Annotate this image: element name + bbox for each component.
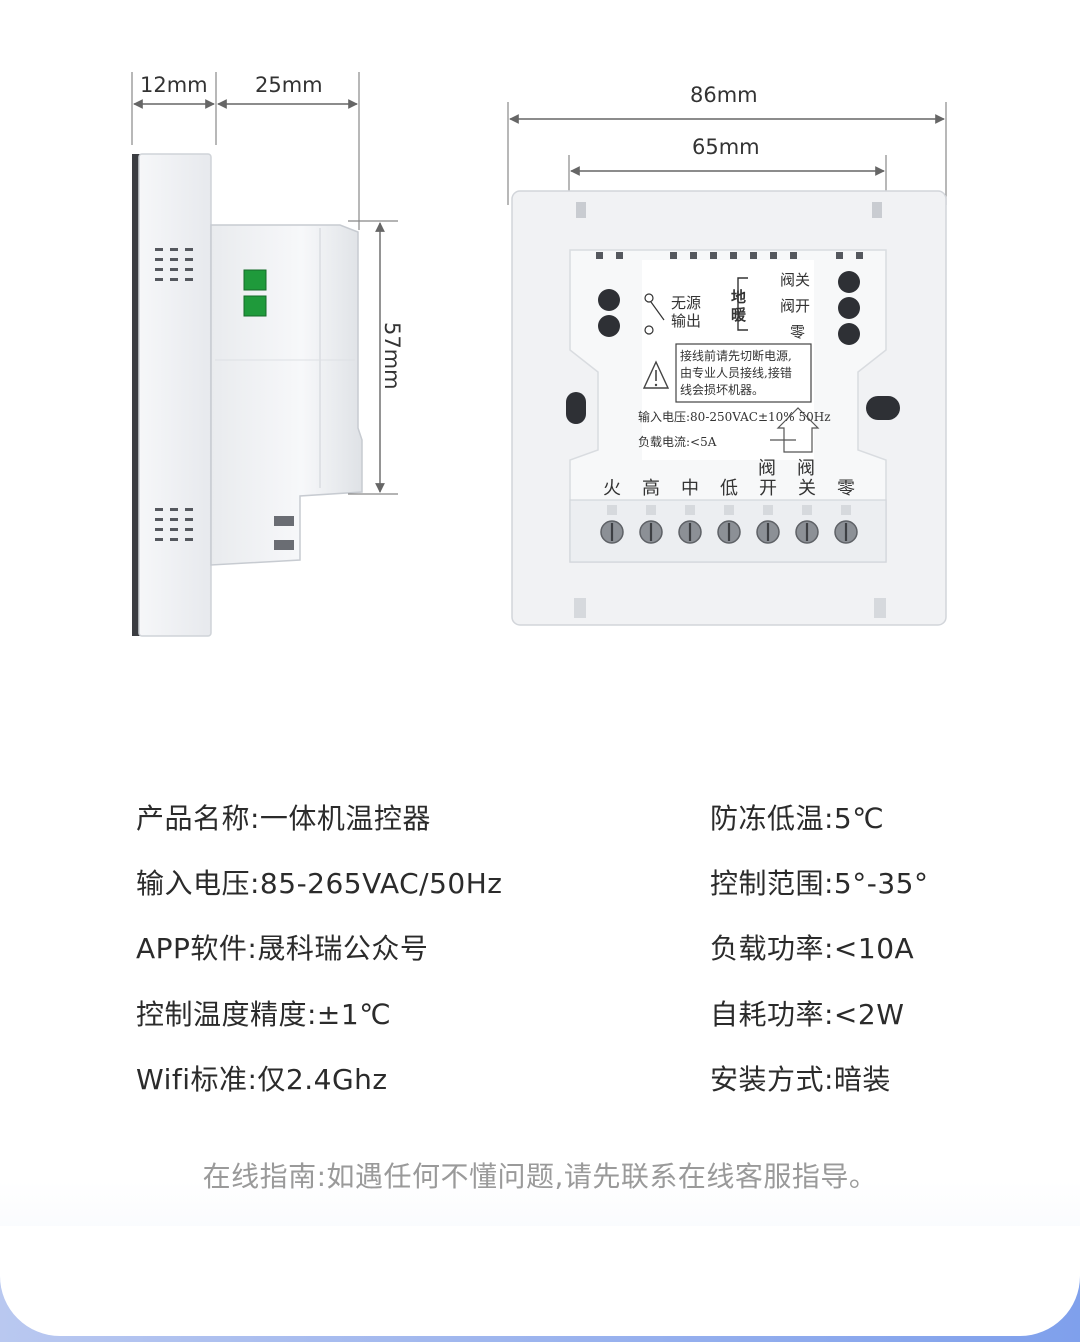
terminal-label-5: 关 xyxy=(798,478,816,499)
rear-view: 86mm 65mm xyxy=(507,83,947,626)
hole-output-2 xyxy=(598,315,620,337)
warning-line-1: 接线前请先切断电源, xyxy=(680,348,792,363)
warning-line-2: 由专业人员接线,接错 xyxy=(680,365,792,380)
label-input-voltage: 输入电压:80-250VAC±10% 50Hz xyxy=(638,409,831,424)
label-load-current: 负载电流:<5A xyxy=(638,435,717,449)
spec-temp-accuracy: 控制温度精度:±1℃ xyxy=(136,998,392,1031)
hole-valve-close xyxy=(838,271,860,293)
spec-install: 安装方式:暗装 xyxy=(710,1063,891,1096)
product-drawing: 12mm 25mm 57mm xyxy=(131,72,947,637)
spec-control-range: 控制范围:5°-35° xyxy=(710,867,929,900)
terminal-valve-top-1: 阀 xyxy=(758,458,776,479)
terminal-label-0: 火 xyxy=(603,478,621,499)
terminal-valve-top-2: 阀 xyxy=(797,458,815,479)
terminal-label-4: 开 xyxy=(759,478,777,499)
terminal-slot-5 xyxy=(802,505,812,515)
spec-product-name: 产品名称:一体机温控器 xyxy=(136,802,431,835)
terminal-slot-4 xyxy=(763,505,773,515)
terminal-slot-1 xyxy=(646,505,656,515)
warning-line-3: 线会损坏机器。 xyxy=(680,383,764,397)
terminal-label-3: 低 xyxy=(720,478,738,499)
faceplate xyxy=(138,153,212,637)
spec-antifreeze: 防冻低温:5℃ xyxy=(710,802,885,835)
terminal-labels: 火高中低开关零 xyxy=(603,478,855,499)
mount-slot-right xyxy=(866,396,900,420)
rear-body xyxy=(210,224,363,566)
terminal-screws xyxy=(600,505,858,544)
warning-icon xyxy=(642,360,670,389)
bottom-card xyxy=(0,1226,1080,1336)
warning-box xyxy=(675,343,812,403)
label-valve-close: 阀关 xyxy=(780,271,810,289)
label-floor-2: 暖 xyxy=(731,306,747,324)
dim-86mm: 86mm xyxy=(690,83,758,107)
hole-output-1 xyxy=(598,289,620,311)
hole-valve-open xyxy=(838,297,860,319)
spec-wifi: Wifi标准:仅2.4Ghz xyxy=(136,1063,388,1096)
dim-25mm: 25mm xyxy=(255,73,323,97)
mount-slot-left xyxy=(566,392,586,424)
label-passive-2: 输出 xyxy=(671,312,701,330)
terminal-slot-2 xyxy=(685,505,695,515)
label-valve-open: 阀开 xyxy=(780,297,810,315)
spec-load-power: 负载功率:<10A xyxy=(710,932,915,965)
green-terminal-2 xyxy=(243,295,267,317)
terminal-label-2: 中 xyxy=(681,478,699,499)
dim-57mm: 57mm xyxy=(380,322,404,390)
front-glass xyxy=(132,154,140,636)
clip-1 xyxy=(274,516,294,526)
online-guide: 在线指南:如遇任何不懂问题,请先联系在线客服指导。 xyxy=(202,1160,878,1193)
vents-top xyxy=(155,248,193,281)
green-terminal-1 xyxy=(243,269,267,291)
spec-app-software: APP软件:晟科瑞公众号 xyxy=(136,932,429,965)
hole-neutral xyxy=(838,323,860,345)
terminal-label-1: 高 xyxy=(642,478,660,499)
vents-bottom xyxy=(155,508,193,541)
spec-self-power: 自耗功率:<2W xyxy=(710,998,905,1031)
house-icon xyxy=(776,407,820,453)
terminal-slot-3 xyxy=(724,505,734,515)
terminal-slot-6 xyxy=(841,505,851,515)
clip-2 xyxy=(274,540,294,550)
dim-12mm: 12mm xyxy=(140,73,208,97)
spec-input-voltage: 输入电压:85-265VAC/50Hz xyxy=(136,867,503,900)
label-passive-1: 无源 xyxy=(671,294,701,312)
side-view: 12mm 25mm 57mm xyxy=(131,72,404,637)
terminal-slot-0 xyxy=(607,505,617,515)
dim-65mm: 65mm xyxy=(692,135,760,159)
terminal-label-6: 零 xyxy=(837,478,855,499)
label-neutral: 零 xyxy=(790,323,805,341)
